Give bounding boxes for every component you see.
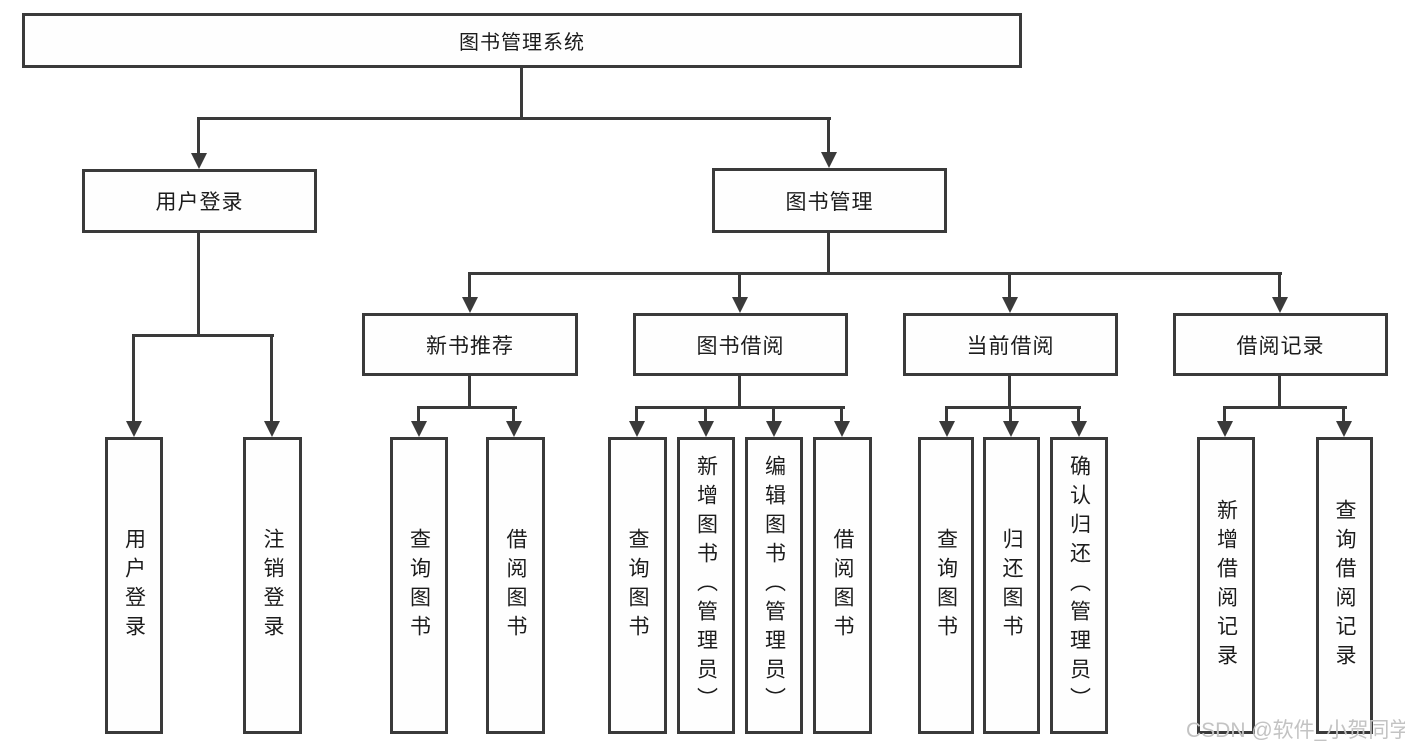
leaf-borrow-books-1: 借阅图书	[486, 437, 545, 734]
arrow-to-logout-leaf	[264, 336, 280, 437]
node-root-system-label: 图书管理系统	[459, 32, 585, 54]
leaf-edit-book-admin-label: 编辑图书（管理员）	[762, 455, 786, 716]
arrow-current-borrow-child-3	[1071, 408, 1087, 437]
arrow-book-borrow-child-2	[698, 408, 714, 437]
node-current-borrow: 当前借阅	[903, 313, 1118, 376]
leaf-user-login-label: 用户登录	[122, 527, 146, 644]
connector-book-borrow-distributor	[635, 406, 845, 409]
leaf-logout: 注销登录	[243, 437, 302, 734]
connector-current-borrow-stub	[1008, 376, 1011, 408]
csdn-watermark: CSDN @软件_小贺同学	[1186, 719, 1405, 742]
node-book-management-label: 图书管理	[785, 190, 874, 214]
leaf-add-borrow-record-label: 新增借阅记录	[1214, 498, 1238, 673]
connector-book-borrow-stub	[738, 376, 741, 408]
arrow-to-book-management	[821, 118, 837, 168]
leaf-edit-book-admin: 编辑图书（管理员）	[745, 437, 803, 734]
leaf-confirm-return-admin: 确认归还（管理员）	[1050, 437, 1108, 734]
leaf-return-book-label: 归还图书	[1000, 527, 1023, 644]
leaf-logout-label: 注销登录	[261, 527, 284, 644]
connector-borrow-records-stub	[1278, 376, 1281, 407]
connector-borrow-records-distributor	[1223, 406, 1347, 409]
arrow-book-borrow-child-4	[834, 408, 850, 437]
leaf-query-books-3-label: 查询图书	[934, 527, 958, 644]
leaf-borrow-books-2: 借阅图书	[813, 437, 872, 734]
connector-root-stub	[520, 68, 523, 120]
connector-level2-distributor	[468, 272, 1282, 275]
arrow-current-borrow-child-2	[1003, 408, 1019, 437]
node-book-management: 图书管理	[712, 168, 947, 233]
leaf-return-book: 归还图书	[983, 437, 1040, 734]
connector-level1-distributor	[197, 117, 831, 120]
leaf-query-borrow-record: 查询借阅记录	[1316, 437, 1373, 734]
leaf-query-borrow-record-label: 查询借阅记录	[1333, 498, 1356, 673]
leaf-add-book-admin: 新增图书（管理员）	[677, 437, 735, 734]
connector-new-books-distributor	[417, 406, 517, 409]
leaf-query-books-3: 查询图书	[918, 437, 974, 734]
node-current-borrow-label: 当前借阅	[966, 334, 1055, 358]
leaf-add-borrow-record: 新增借阅记录	[1197, 437, 1255, 734]
leaf-query-books-1: 查询图书	[390, 437, 448, 734]
arrow-book-borrow-child-3	[766, 408, 782, 437]
arrow-current-borrow-child-1	[939, 408, 955, 437]
arrow-to-book-borrow	[732, 273, 748, 313]
leaf-query-books-1-label: 查询图书	[407, 527, 431, 644]
arrow-to-user-login-leaf	[126, 336, 142, 437]
node-root-system: 图书管理系统	[22, 13, 1022, 68]
node-user-login-label: 用户登录	[155, 191, 244, 214]
node-book-borrow-label: 图书借阅	[696, 334, 785, 358]
arrow-to-user-login	[191, 118, 207, 169]
node-new-books: 新书推荐	[362, 313, 578, 376]
arrow-new-books-child-2	[506, 408, 522, 437]
leaf-confirm-return-admin-label: 确认归还（管理员）	[1067, 455, 1091, 716]
node-user-login: 用户登录	[82, 169, 317, 233]
leaf-query-books-2-label: 查询图书	[626, 527, 649, 644]
connector-user-login-distributor	[132, 334, 274, 337]
connector-book-management-stub	[827, 233, 830, 275]
leaf-add-book-admin-label: 新增图书（管理员）	[694, 455, 718, 716]
connector-new-books-stub	[468, 376, 471, 408]
arrow-to-new-books	[462, 273, 478, 313]
leaf-query-books-2: 查询图书	[608, 437, 667, 734]
leaf-user-login: 用户登录	[105, 437, 163, 734]
leaf-borrow-books-2-label: 借阅图书	[831, 527, 854, 644]
arrow-to-borrow-records	[1272, 273, 1288, 313]
arrow-new-books-child-1	[411, 408, 427, 437]
node-borrow-records: 借阅记录	[1173, 313, 1388, 376]
node-borrow-records-label: 借阅记录	[1236, 334, 1325, 358]
leaf-borrow-books-1-label: 借阅图书	[504, 527, 527, 644]
arrow-borrow-records-child-1	[1217, 407, 1233, 437]
arrow-to-current-borrow	[1002, 273, 1018, 313]
connector-current-borrow-distributor	[945, 406, 1081, 409]
node-new-books-label: 新书推荐	[426, 334, 514, 358]
connector-user-login-stub	[197, 233, 200, 337]
arrow-borrow-records-child-2	[1336, 407, 1352, 437]
node-book-borrow: 图书借阅	[633, 313, 848, 376]
arrow-book-borrow-child-1	[629, 408, 645, 437]
